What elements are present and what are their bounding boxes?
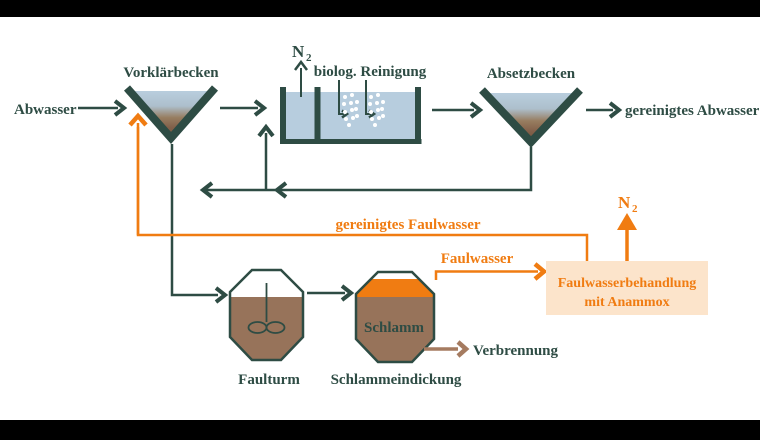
label-faulwasser: Faulwasser bbox=[441, 251, 514, 267]
label-gereinigtes-faulwasser: gereinigtes Faulwasser bbox=[335, 217, 480, 233]
arrow-abwasser-inflow bbox=[78, 99, 128, 117]
label-anammox-line1: Faulwasserbehandlung bbox=[558, 276, 696, 291]
anammox-box bbox=[546, 261, 708, 315]
primary-clarifier-basin bbox=[123, 85, 219, 145]
sludge-to-digester-line bbox=[170, 144, 229, 304]
label-anammox-line2: mit Anammox bbox=[584, 295, 669, 310]
label-schlamm: Schlamm bbox=[364, 320, 425, 336]
secondary-clarifier-basin bbox=[479, 87, 583, 148]
label-faulturm: Faulturm bbox=[238, 372, 300, 388]
label-verbrennung: Verbrennung bbox=[473, 343, 559, 359]
treated-faulwasser-line bbox=[136, 127, 589, 261]
arrow-digester-to-thickener bbox=[307, 284, 355, 302]
label-n2-anammox: N bbox=[618, 193, 631, 212]
mixer-icon bbox=[247, 283, 286, 334]
label-biolog-reinigung: biolog. Reinigung bbox=[314, 64, 427, 80]
label-abwasser: Abwasser bbox=[14, 102, 77, 118]
label-n2-biology: N bbox=[292, 42, 305, 61]
label-n2-biology-subscript: 2 bbox=[306, 52, 312, 64]
arrow-biology-to-secondary bbox=[432, 101, 484, 119]
faulwasser-layer bbox=[356, 279, 434, 297]
biological-treatment-tank bbox=[280, 87, 422, 144]
arrow-primary-to-biology bbox=[220, 99, 268, 117]
label-schlammeindickung: Schlammeindickung bbox=[331, 372, 462, 388]
letterbox-top-bar bbox=[0, 0, 760, 17]
n2-offgas-biology: N 2 bbox=[292, 42, 312, 97]
arrow-effluent bbox=[586, 101, 623, 119]
faulwasser-line bbox=[434, 262, 548, 281]
label-absetzbecken: Absetzbecken bbox=[487, 66, 576, 82]
label-n2-anammox-subscript: 2 bbox=[632, 203, 638, 215]
label-gereinigtes-abwasser: gereinigtes Abwasser bbox=[625, 103, 760, 119]
return-sludge-line bbox=[199, 123, 533, 199]
aeration-bubbles bbox=[342, 93, 385, 127]
n2-offgas-anammox: N 2 bbox=[617, 193, 638, 261]
letterbox-bottom-bar bbox=[0, 420, 760, 440]
digester-tank bbox=[228, 268, 305, 362]
label-vorklaerbecken: Vorklärbecken bbox=[123, 65, 219, 81]
thickener-tank bbox=[354, 270, 436, 364]
arrow-verbrennung bbox=[424, 340, 470, 358]
